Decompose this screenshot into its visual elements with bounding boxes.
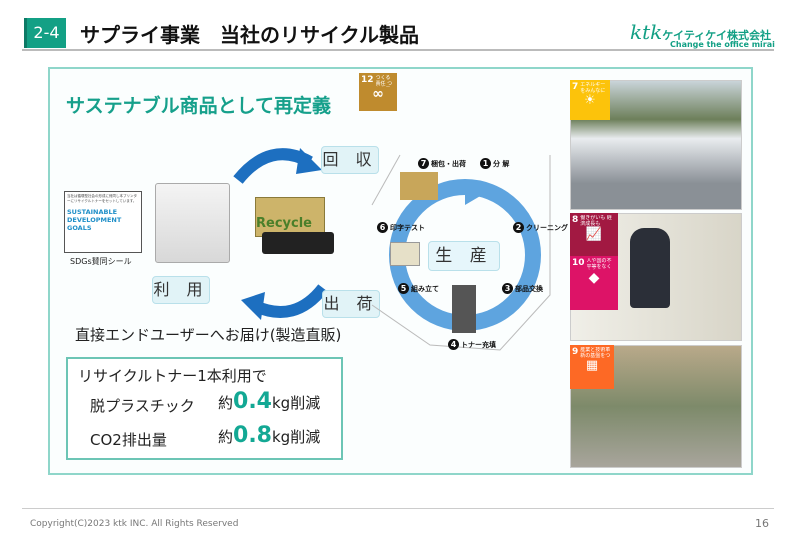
sun-icon: ☀ bbox=[584, 93, 596, 108]
logo-tagline: Change the office mirai bbox=[670, 40, 775, 49]
label-use: 利 用 bbox=[152, 276, 210, 304]
label-produce: 生 産 bbox=[428, 241, 500, 271]
stats-box: リサイクルトナー1本利用で 脱プラスチック 約0.4kg削減 CO2排出量 約0… bbox=[66, 357, 343, 460]
toner-box-image: Recycle bbox=[255, 197, 325, 237]
test-printer-image bbox=[390, 242, 420, 266]
label-ship: 出 荷 bbox=[322, 290, 380, 318]
toner-filling-machine-image bbox=[452, 285, 476, 333]
stat-value-plastic: 約0.4kg削減 bbox=[218, 389, 321, 414]
stat-label-plastic: 脱プラスチック bbox=[90, 397, 195, 415]
arrow-collect-icon bbox=[233, 148, 322, 184]
page-number: 16 bbox=[755, 517, 769, 530]
sdg-label: 人や国の不平等をなくそう bbox=[586, 258, 612, 270]
sdg-label: 産業と技術革新の基盤をつくろう bbox=[580, 347, 611, 359]
sdg-10-badge: 10人や国の不平等をなくそう◆ bbox=[570, 256, 618, 310]
header-divider bbox=[22, 49, 774, 51]
equality-icon: ◆ bbox=[588, 270, 600, 286]
company-logo: ktkケイティケイ株式会社 Change the office mirai bbox=[630, 20, 775, 49]
logo-name: ケイティケイ株式会社 bbox=[662, 29, 771, 42]
copyright: Copyright(C)2023 ktk INC. All Rights Res… bbox=[30, 519, 239, 529]
subtitle: サステナブル商品として再定義 bbox=[66, 95, 332, 117]
sdg-label: エネルギーをみんなに そしてクリーンに bbox=[580, 82, 606, 94]
sdgs-seal: 当社は循環型社会の形成に賛同し本プリンターにリサイクルトナーをセットしています。… bbox=[64, 191, 142, 253]
toner-cartridge-image bbox=[262, 232, 334, 254]
sdg-label: つくる責任 つかう責任 bbox=[375, 75, 393, 87]
sdg-number: 12 bbox=[361, 75, 374, 85]
sdg-label: 働きがいも 経済成長も bbox=[580, 215, 612, 227]
growth-chart-icon: 📈 bbox=[585, 227, 603, 242]
page-title: サプライ事業 当社のリサイクル製品 bbox=[80, 23, 419, 47]
stat-value-co2: 約0.8kg削減 bbox=[218, 423, 321, 448]
label-collect: 回 収 bbox=[321, 146, 379, 174]
footer-divider bbox=[22, 508, 774, 509]
stats-intro: リサイクルトナー1本利用で bbox=[78, 367, 267, 385]
worker-figure bbox=[630, 228, 670, 308]
seal-text: 当社は循環型社会の形成に賛同し本プリンターにリサイクルトナーをセットしています。 bbox=[67, 194, 137, 203]
stat-label-co2: CO2排出量 bbox=[90, 431, 167, 449]
arrow-use-icon bbox=[241, 284, 328, 320]
direct-sales-text: 直接エンドユーザーへお届け(製造直販) bbox=[75, 326, 342, 344]
sdg-9-badge: 9産業と技術革新の基盤をつくろう▦ bbox=[570, 345, 614, 389]
seal-goals: SUSTAINABLE DEVELOPMENT GOALS bbox=[67, 208, 122, 232]
cubes-icon: ▦ bbox=[585, 358, 599, 373]
package-image bbox=[400, 172, 438, 200]
infinity-icon: ∞ bbox=[372, 86, 384, 102]
seal-caption: SDGs賛同シール bbox=[70, 257, 132, 266]
section-number: 2-4 bbox=[24, 18, 66, 48]
logo-mark: ktk bbox=[630, 20, 663, 44]
printer-image bbox=[155, 183, 230, 263]
